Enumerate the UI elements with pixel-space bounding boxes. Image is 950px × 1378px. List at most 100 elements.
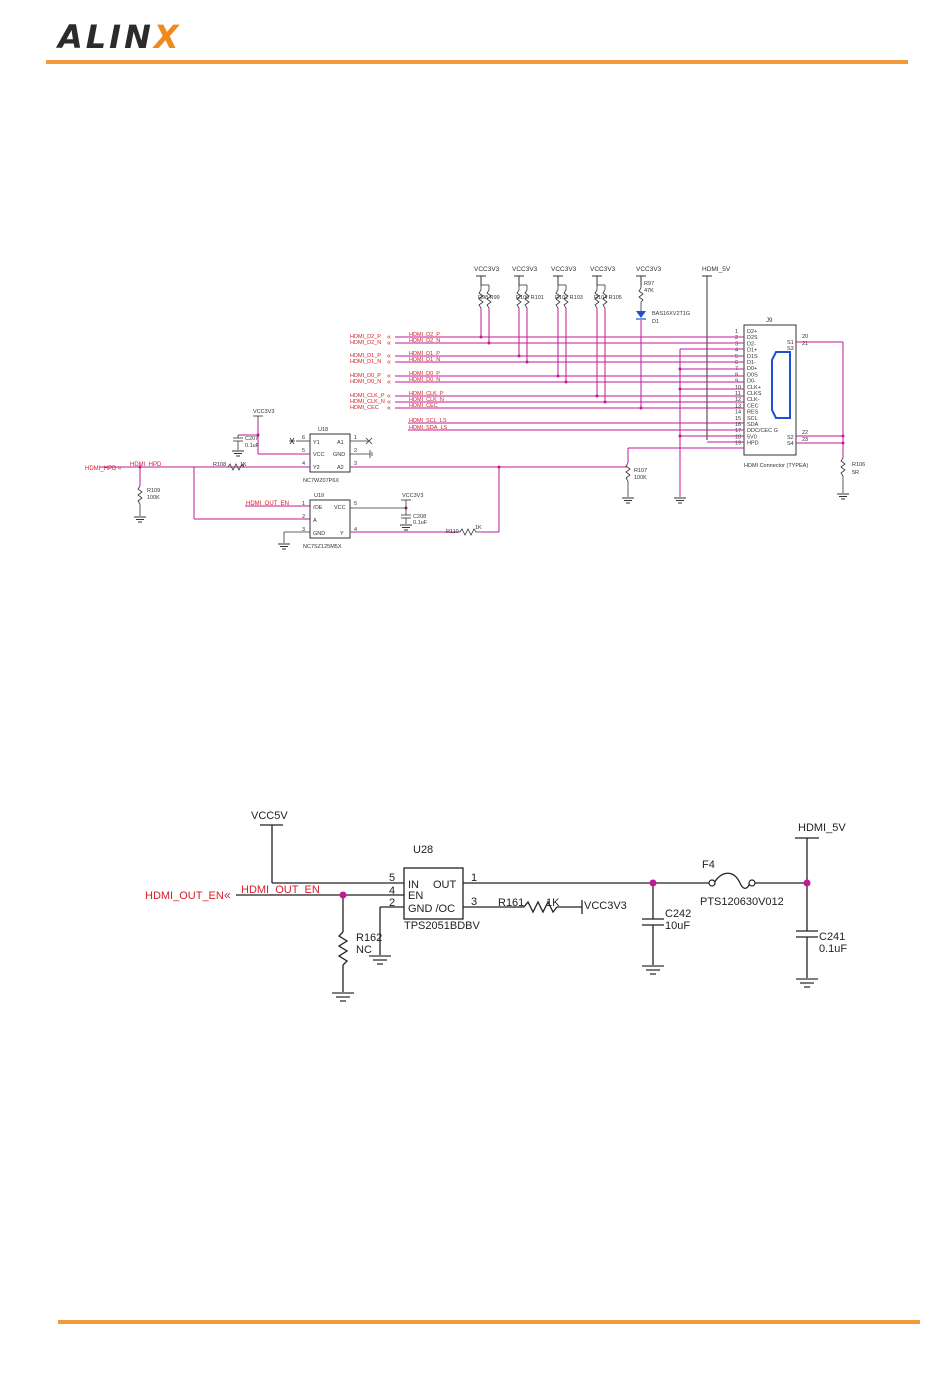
connector-pin-number: 13 <box>735 403 741 409</box>
hdmi-connector-body <box>743 324 797 456</box>
r106-value: 5R <box>852 470 859 476</box>
u18-pin-y2: Y2 <box>313 465 320 471</box>
u19-out-en-label: HDMI_OUT_EN <box>246 501 289 507</box>
connector-pin-name: D1+ <box>747 348 757 354</box>
pin-gnd-oc: GND /OC <box>408 903 455 915</box>
u18-num-6: 6 <box>302 435 305 441</box>
connector-pin-name: 5V0 <box>747 434 757 440</box>
connector-pin-number: 5 <box>735 354 738 360</box>
connector-pin-labels: D2+1D2S2D2-3D1+4D1S5D1-6D0+7D0S8D0-9CLK+… <box>735 329 778 447</box>
connector-pin-number: 16 <box>735 422 741 428</box>
shield-num-20: 20 <box>802 334 808 340</box>
connector-pin-name: CEC <box>747 403 759 409</box>
net-wire-label: HDMI_D0_P <box>409 371 440 377</box>
u18-part: NC7WZ07P6X <box>303 478 339 484</box>
u18-pin-gnd: GND <box>333 452 345 458</box>
connector-pin-name: D0- <box>747 379 756 385</box>
pin-num-1: 1 <box>471 872 477 884</box>
f4-part: PTS120630V012 <box>700 896 784 908</box>
out-en-wire-label: HDMI_OUT_EN <box>241 884 320 896</box>
u19-pin-gnd: GND <box>313 531 325 537</box>
net-wire-label: HDMI_D2_N <box>409 338 440 344</box>
r109-label: R109 <box>147 488 160 494</box>
shield-num-21: 21 <box>802 341 808 347</box>
u18-vcc3v3: VCC3V3 <box>253 409 274 415</box>
fuse-f4-icon <box>713 872 751 889</box>
shield-num-23: 23 <box>802 437 808 443</box>
shield-s2: S2 <box>787 435 794 441</box>
shield-num-22: 22 <box>802 430 808 436</box>
connector-pin-number: 18 <box>735 434 741 440</box>
net-port-arrow-icon: « <box>387 340 391 347</box>
pullup-resistors <box>478 284 608 309</box>
hdmi-port-icon <box>771 351 791 419</box>
connector-pin-name: CLK- <box>747 397 760 403</box>
connector-pin-name: D1S <box>747 354 758 360</box>
connector-pin-name: DDC/CEC G <box>747 428 778 434</box>
net-port-label: HDMI_D2_P <box>350 334 381 340</box>
net-port-arrow-icon: « <box>387 373 391 380</box>
c207-label: C207 <box>245 436 258 442</box>
f4-label: F4 <box>702 859 715 871</box>
r108-label: R108 <box>213 462 226 468</box>
r104-r105-label: R104 R105 <box>594 295 622 301</box>
u18-pin-a1: A1 <box>337 440 344 446</box>
u18-num-3: 3 <box>354 461 357 467</box>
port-arrow-icon: « <box>224 888 231 902</box>
u18-pin-a2: A2 <box>337 465 344 471</box>
u19-vcc3v3: VCC3V3 <box>402 493 423 499</box>
shield-s1: S1 <box>787 340 794 346</box>
u18-pin-y1: Y1 <box>313 440 320 446</box>
r97-value: 47K <box>644 288 654 294</box>
connector-pin-number: 2 <box>735 335 738 341</box>
net-port-label: HDMI_CEC <box>350 405 379 411</box>
connector-pin-name: D2- <box>747 341 756 347</box>
u19-pin-vcc: VCC <box>334 505 346 511</box>
u19-ref: U19 <box>314 493 324 499</box>
hpd-port-arrow-icon: « <box>118 466 122 472</box>
r107-value: 100K <box>634 475 647 481</box>
net-port-label: HDMI_CLK_P <box>350 393 385 399</box>
r108-value: 1K <box>240 462 247 468</box>
net-port-label: HDMI_D1_N <box>350 359 381 365</box>
net-port-label: HDMI_D1_P <box>350 353 381 359</box>
net-wire-label: HDMI_CLK_N <box>409 397 444 403</box>
net-wire-label: HDMI_D1_N <box>409 357 440 363</box>
connector-pin-number: 6 <box>735 360 738 366</box>
connector-name: HDMI Connector (TYPEA) <box>744 463 808 469</box>
net-port-arrow-icon: « <box>387 359 391 366</box>
pin-num-3: 3 <box>471 896 477 908</box>
connector-pin-number: 12 <box>735 397 741 403</box>
connector-pin-number: 10 <box>735 385 741 391</box>
connector-pin-number: 1 <box>735 329 738 335</box>
connector-pin-name: SCL <box>747 416 758 422</box>
u19-pin-a: A <box>313 518 317 524</box>
r107-label: R107 <box>634 468 647 474</box>
vcc3v3-label-2: VCC3V3 <box>512 266 538 273</box>
connector-pin-name: D0S <box>747 372 758 378</box>
u28-ref: U28 <box>413 844 433 856</box>
u28-body <box>403 867 464 920</box>
r106-label: R106 <box>852 462 865 468</box>
u19-pin-oe: /OE <box>313 505 323 511</box>
connector-pin-number: 19 <box>735 441 741 447</box>
out-en-port-label: HDMI_OUT_EN <box>145 890 224 902</box>
footer-rule <box>58 1320 920 1324</box>
c241-value: 0.1uF <box>819 943 847 955</box>
diode-d1-icon <box>636 311 646 318</box>
u18-num-4: 4 <box>302 461 305 467</box>
connector-pin-name: D2+ <box>747 329 757 335</box>
d1-ref: D1 <box>652 319 659 325</box>
connector-pin-name: RES <box>747 410 759 416</box>
connector-pin-number: 3 <box>735 341 738 347</box>
net-wire-label: HDMI_CEC <box>409 403 438 409</box>
u19-num-1: 1 <box>302 501 305 507</box>
net-port-arrow-icon: « <box>387 379 391 386</box>
connector-pin-number: 15 <box>735 416 741 422</box>
u19-num-4: 4 <box>354 527 357 533</box>
d1-part: BAS16XV2T1G <box>652 311 690 317</box>
c208-value: 0.1uF <box>413 520 428 526</box>
net-port-label: HDMI_D2_N <box>350 340 381 346</box>
connector-pin-name: D2S <box>747 335 758 341</box>
net-labels: HDMI_D2_P«HDMI_D2_PHDMI_D2_N«HDMI_D2_NHD… <box>350 332 448 431</box>
